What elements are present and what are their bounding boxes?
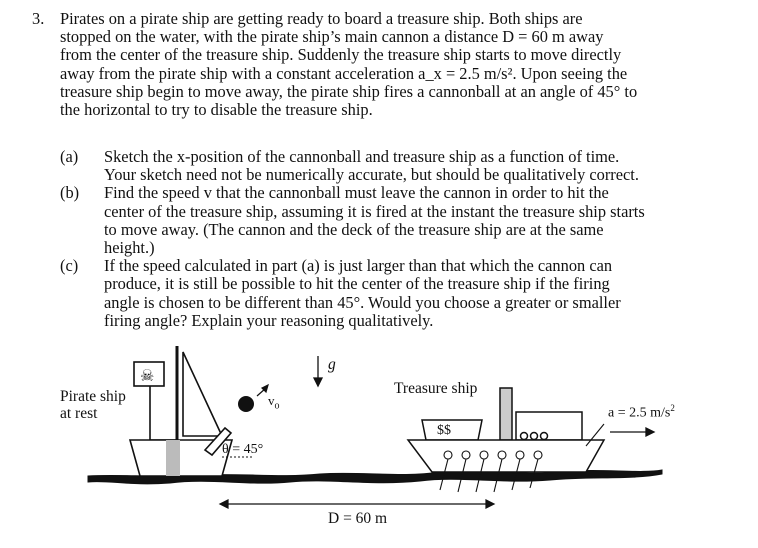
part-a: (a) Sketch the x-position of the cannonb…: [60, 147, 720, 185]
stem-line: stopped on the water, with the pirate sh…: [60, 27, 604, 47]
velocity-arrow: [256, 383, 269, 397]
stem-line: Pirates on a pirate ship are getting rea…: [60, 9, 583, 28]
treasure-ship-label: Treasure ship: [394, 380, 478, 397]
part-line: firing angle? Explain your reasoning qua…: [104, 310, 434, 330]
part-line: center of the treasure ship, assuming it…: [104, 201, 645, 221]
part-line: angle is chosen to be different than 45°…: [104, 292, 621, 312]
pirate-ship-label: Pirate ship: [60, 388, 126, 405]
stem-line: from the center of the treasure ship. Su…: [60, 45, 622, 65]
pirate-ship-status: at rest: [60, 405, 98, 422]
distance-arrow: [218, 499, 496, 509]
pirate-ship: ☠: [128, 346, 234, 477]
part-c: (c) If the speed calculated in part (a) …: [60, 257, 720, 330]
part-label: (b): [60, 183, 80, 203]
part-line: to move away. (The cannon and the deck o…: [104, 219, 604, 239]
cannonball: [238, 396, 254, 412]
stem-line: away from the pirate ship with a constan…: [60, 63, 628, 83]
part-line: produce, it is still be possible to hit …: [104, 274, 610, 294]
stem-line: treasure ship begin to move away, the pi…: [60, 81, 638, 101]
part-b: (b) Find the speed v that the cannonball…: [60, 184, 720, 257]
treasure-ship: [406, 387, 606, 493]
acceleration-arrow: [610, 426, 656, 438]
problem-number: 3.: [32, 9, 45, 28]
money-label: $$: [437, 423, 451, 438]
part-label: (c): [60, 256, 79, 276]
part-line: Find the speed v that the cannonball mus…: [104, 183, 609, 203]
angle-label: θ = 45°: [222, 442, 264, 457]
gravity-label: g: [328, 356, 336, 373]
velocity-subscript: o: [274, 400, 280, 412]
acceleration-label: a = 2.5 m/s2: [608, 400, 675, 422]
part-line: Your sketch need not be numerically accu…: [104, 165, 639, 185]
acceleration-value: a = 2.5 m/s: [608, 405, 671, 421]
skull-flag-icon: ☠: [140, 368, 154, 385]
part-line: If the speed calculated in part (a) is j…: [104, 256, 613, 276]
water-line: [87, 469, 663, 485]
gravity-arrow: [312, 356, 324, 388]
problem-parts: (a) Sketch the x-position of the cannonb…: [60, 147, 720, 330]
velocity-label: vo: [268, 392, 280, 415]
part-label: (a): [60, 147, 79, 166]
distance-label: D = 60 m: [328, 510, 388, 527]
velocity-symbol: v: [268, 393, 275, 408]
acceleration-exponent: 2: [670, 403, 675, 413]
stem-line: the horizontal to try to disable the tre…: [60, 100, 373, 120]
problem-stem: Pirates on a pirate ship are getting rea…: [60, 9, 710, 120]
part-line: Sketch the x-position of the cannonball …: [104, 147, 620, 166]
part-line: height.): [104, 238, 155, 258]
